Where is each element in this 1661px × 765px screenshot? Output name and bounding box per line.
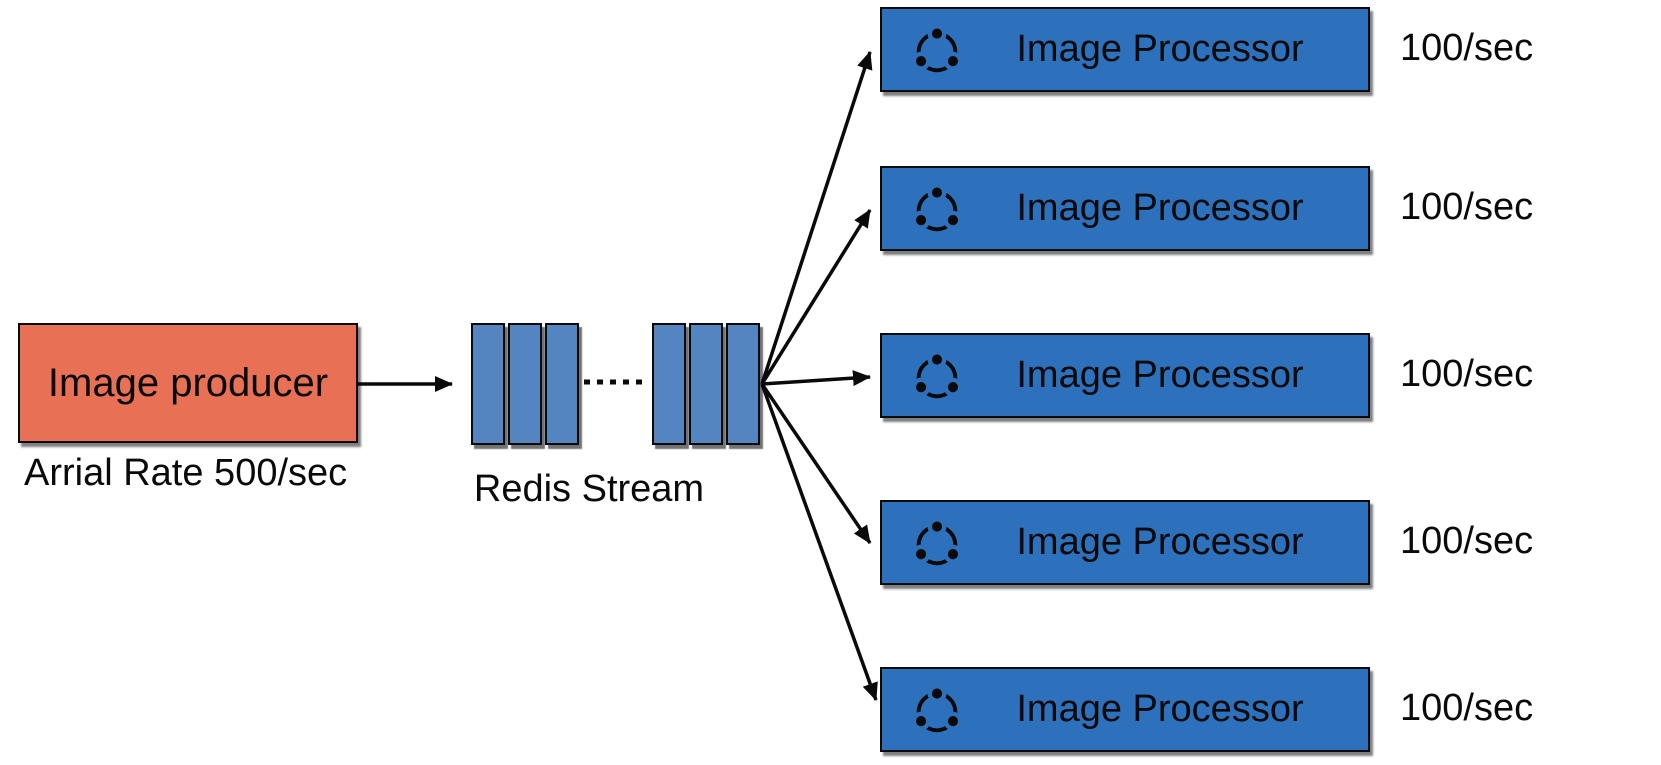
processor-rate-label: 100/sec — [1400, 520, 1534, 562]
image-processor-node-1: Image Processor — [880, 7, 1370, 92]
stream-bar — [726, 323, 760, 445]
image-producer-label: Image producer — [47, 360, 329, 405]
arrival-rate-label: Arrial Rate 500/sec — [24, 452, 348, 494]
processor-rate-label: 100/sec — [1400, 186, 1534, 228]
image-processor-label: Image Processor — [1016, 187, 1304, 229]
distributed-nodes-icon — [911, 23, 963, 72]
image-processor-label: Image Processor — [1016, 521, 1304, 563]
image-processor-node-5: Image Processor — [880, 667, 1370, 752]
distributed-nodes-icon — [911, 516, 963, 565]
arrow-stream-to-processor-1 — [760, 51, 873, 385]
arrow-stream-to-processor-2 — [760, 209, 872, 385]
processor-rate-label: 100/sec — [1400, 687, 1534, 729]
stream-bar — [508, 323, 542, 445]
stream-bar — [471, 323, 505, 445]
image-processor-label: Image Processor — [1016, 28, 1304, 70]
image-processor-node-2: Image Processor — [880, 166, 1370, 251]
image-processor-label: Image Processor — [1016, 354, 1304, 396]
stream-bar — [652, 323, 686, 445]
stream-bar — [689, 323, 723, 445]
image-processor-label: Image Processor — [1016, 688, 1304, 730]
distributed-nodes-icon — [911, 683, 963, 732]
redis-stream-label: Redis Stream — [473, 468, 705, 510]
arrow-stream-to-processor-3 — [761, 370, 871, 387]
image-processor-node-3: Image Processor — [880, 333, 1370, 418]
image-processor-node-4: Image Processor — [880, 500, 1370, 585]
arrow-stream-to-processor-4 — [760, 383, 872, 544]
processor-rate-label: 100/sec — [1400, 353, 1534, 395]
image-producer-node: Image producer — [18, 323, 358, 443]
arrow-stream-to-processor-5 — [760, 383, 878, 701]
distributed-nodes-icon — [911, 182, 963, 231]
stream-bar — [545, 323, 579, 445]
processor-rate-label: 100/sec — [1400, 27, 1534, 69]
distributed-nodes-icon — [911, 349, 963, 398]
